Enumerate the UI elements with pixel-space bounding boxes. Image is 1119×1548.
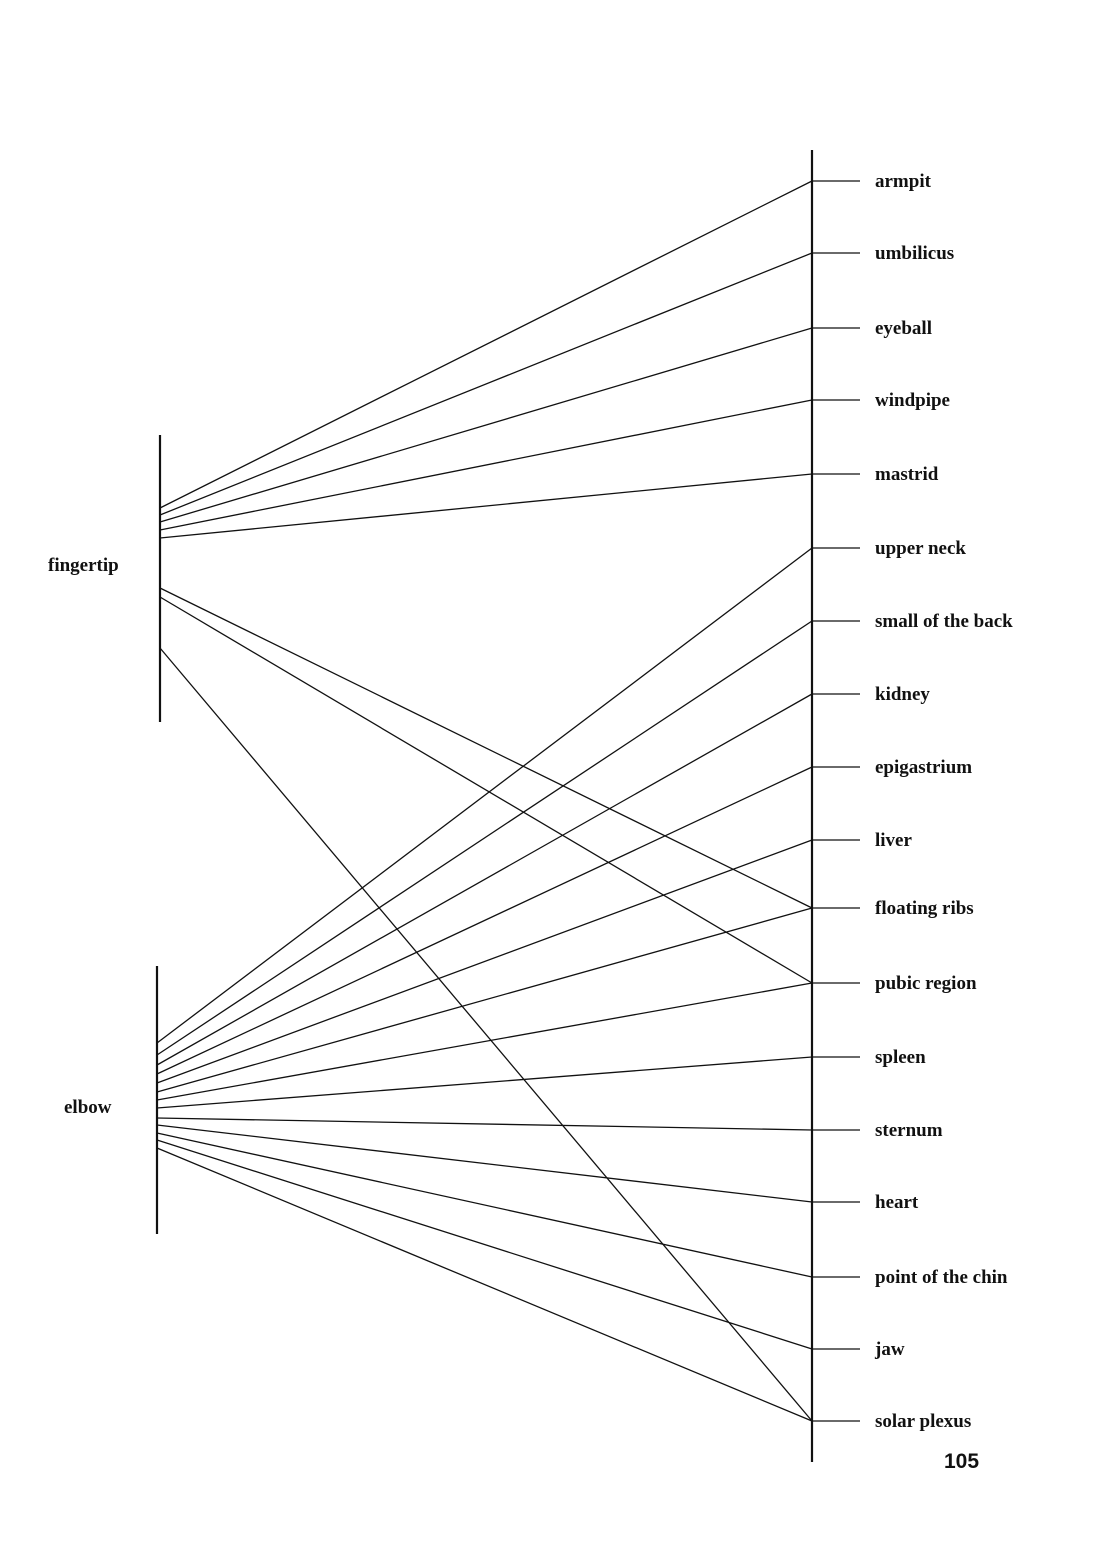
connection-fingertip-to-mastrid — [159, 473, 813, 539]
page-number: 105 — [944, 1450, 980, 1473]
connection-lines — [156, 180, 813, 1422]
target-label-epigastrium: epigastrium — [875, 757, 972, 778]
target-label-armpit: armpit — [875, 171, 932, 192]
connection-elbow-to-upper-neck — [156, 547, 813, 1044]
source-label-fingertip: fingertip — [48, 555, 119, 576]
target-label-heart: heart — [875, 1192, 919, 1213]
connection-elbow-to-floating-ribs — [156, 907, 813, 1093]
target-label-upper-neck: upper neck — [875, 538, 966, 559]
connection-elbow-to-kidney — [156, 693, 813, 1066]
source-label-elbow: elbow — [64, 1097, 112, 1118]
target-label-floating-ribs: floating ribs — [875, 898, 974, 919]
connection-fingertip-to-umbilicus — [159, 252, 813, 516]
connection-fingertip-to-floating-ribs — [159, 587, 813, 909]
connection-fingertip-to-armpit — [159, 180, 813, 509]
target-label-eyeball: eyeball — [875, 318, 932, 339]
target-label-mastrid: mastrid — [875, 464, 939, 485]
target-label-umbilicus: umbilicus — [875, 243, 954, 264]
connection-fingertip-to-windpipe — [159, 399, 813, 531]
connection-elbow-to-small-of-the-back — [156, 620, 813, 1056]
connection-elbow-to-epigastrium — [156, 766, 813, 1075]
target-ticks — [812, 180, 860, 1422]
connection-elbow-to-point-of-the-chin — [156, 1132, 813, 1278]
connection-elbow-to-pubic-region — [156, 982, 813, 1101]
target-label-sternum: sternum — [875, 1120, 943, 1141]
target-labels: armpit umbilicus eyeball windpipe mastrid upp… — [874, 171, 1013, 1432]
target-label-windpipe: windpipe — [875, 390, 950, 411]
connection-fingertip-to-pubic-region — [159, 596, 813, 984]
connection-fingertip-to-solar-plexus — [159, 647, 813, 1422]
connection-elbow-to-jaw — [156, 1139, 813, 1350]
connection-elbow-to-spleen — [156, 1056, 813, 1109]
connection-elbow-to-solar-plexus — [156, 1147, 813, 1422]
target-label-jaw: jaw — [874, 1339, 905, 1360]
connection-fingertip-to-eyeball — [159, 327, 813, 523]
target-label-spleen: spleen — [875, 1047, 926, 1068]
target-label-pubic-region: pubic region — [875, 973, 977, 994]
connection-elbow-to-sternum — [156, 1117, 813, 1131]
target-label-kidney: kidney — [875, 684, 930, 705]
target-label-point-of-the-chin: point of the chin — [875, 1267, 1008, 1288]
connection-elbow-to-heart — [156, 1124, 813, 1203]
target-label-liver: liver — [875, 830, 912, 851]
target-label-small-of-the-back: small of the back — [875, 611, 1013, 632]
connection-elbow-to-liver — [156, 839, 813, 1084]
target-label-solar-plexus: solar plexus — [875, 1411, 971, 1432]
